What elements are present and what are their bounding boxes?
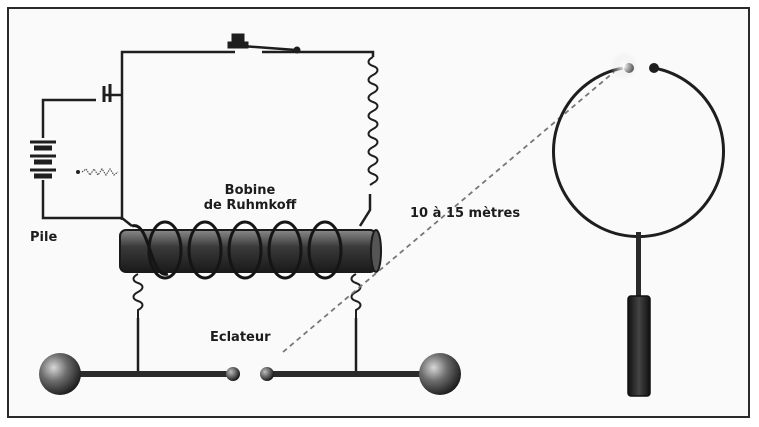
spark-gap xyxy=(39,353,461,395)
right-gap-ball xyxy=(260,367,274,381)
coil-label-line2: de Ruhmkoff xyxy=(203,198,297,213)
lower-springs xyxy=(132,273,362,372)
interrupter-switch xyxy=(227,33,301,54)
spark-glow xyxy=(610,52,638,80)
distance-label: 10 à 15 mètres xyxy=(410,206,521,221)
receiver-loop xyxy=(552,52,725,397)
battery-symbol xyxy=(30,140,56,179)
resistor-spring xyxy=(76,167,119,177)
battery-label: Pile xyxy=(30,230,58,245)
coil-label-line1: Bobine xyxy=(224,183,276,198)
capacitor-symbol xyxy=(102,84,112,102)
right-sphere xyxy=(419,353,461,395)
primary-circuit xyxy=(41,50,375,227)
left-gap-ball xyxy=(226,367,240,381)
ruhmkoff-coil xyxy=(119,220,382,280)
secondary-spring-top xyxy=(367,56,379,186)
coil-label: Bobine de Ruhmkoff xyxy=(186,183,314,213)
spark-gap-label: Eclateur xyxy=(210,330,271,345)
left-sphere xyxy=(39,353,81,395)
